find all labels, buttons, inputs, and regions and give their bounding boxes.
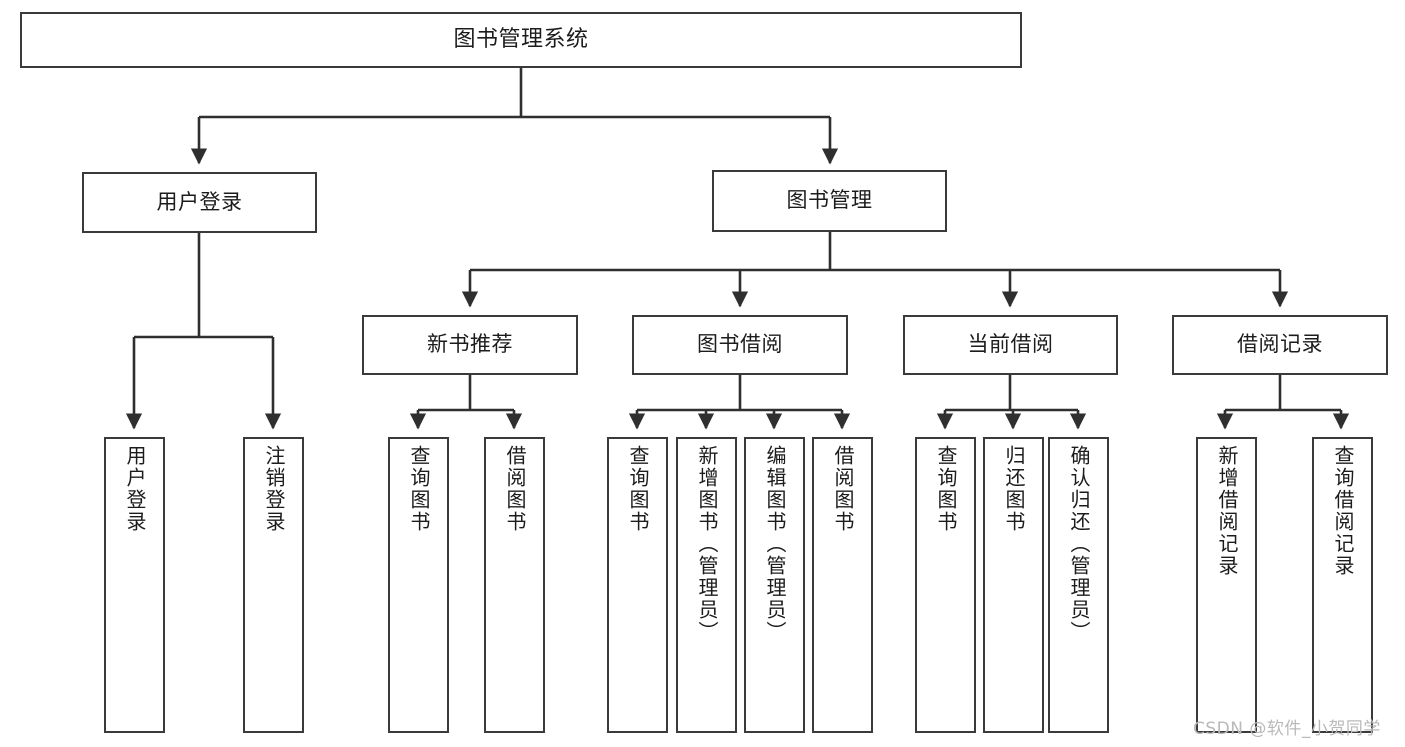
node-label: 借阅图书 <box>503 445 527 533</box>
node-book-borrow[interactable]: 图书借阅 <box>632 315 848 375</box>
node-label: 新书推荐 <box>427 332 513 357</box>
node-label: 查询借阅记录 <box>1331 445 1355 577</box>
node-label: 确认归还（管理员） <box>1067 445 1091 643</box>
node-label: 图书借阅 <box>697 332 783 357</box>
leaf-recommend-query-book[interactable]: 查询图书 <box>388 437 449 733</box>
node-label: 借阅图书 <box>831 445 855 533</box>
node-root-system[interactable]: 图书管理系统 <box>20 12 1022 68</box>
leaf-borrow-edit-book-admin[interactable]: 编辑图书（管理员） <box>744 437 805 733</box>
node-label: 注销登录 <box>262 445 286 533</box>
node-label: 当前借阅 <box>967 332 1054 357</box>
leaf-borrow-borrow-book[interactable]: 借阅图书 <box>812 437 873 733</box>
node-label: 新增借阅记录 <box>1215 445 1239 577</box>
node-new-book-recommend[interactable]: 新书推荐 <box>362 315 578 375</box>
leaf-recommend-borrow-book[interactable]: 借阅图书 <box>484 437 545 733</box>
node-label: 用户登录 <box>123 445 147 533</box>
leaf-record-add-record[interactable]: 新增借阅记录 <box>1196 437 1257 733</box>
node-label: 编辑图书（管理员） <box>763 445 787 643</box>
leaf-current-return-book[interactable]: 归还图书 <box>983 437 1044 733</box>
leaf-record-query-record[interactable]: 查询借阅记录 <box>1312 437 1373 733</box>
leaf-current-query-book[interactable]: 查询图书 <box>915 437 976 733</box>
csdn-watermark: CSDN @软件_小贺同学 <box>1193 719 1381 739</box>
leaf-user-login-login[interactable]: 用户登录 <box>104 437 165 733</box>
leaf-user-login-logout[interactable]: 注销登录 <box>243 437 304 733</box>
leaf-borrow-query-book[interactable]: 查询图书 <box>607 437 668 733</box>
node-label: 用户登录 <box>156 189 243 214</box>
leaf-current-confirm-return-admin[interactable]: 确认归还（管理员） <box>1048 437 1109 733</box>
node-label: 图书管理系统 <box>453 26 589 52</box>
node-label: 查询图书 <box>407 445 431 533</box>
node-label: 借阅记录 <box>1237 332 1323 357</box>
node-user-login[interactable]: 用户登录 <box>82 172 317 233</box>
node-book-management[interactable]: 图书管理 <box>712 170 947 232</box>
leaf-borrow-add-book-admin[interactable]: 新增图书（管理员） <box>676 437 737 733</box>
node-label: 新增图书（管理员） <box>695 445 719 643</box>
node-current-borrow[interactable]: 当前借阅 <box>903 315 1118 375</box>
node-label: 图书管理 <box>786 188 873 213</box>
node-label: 归还图书 <box>1002 445 1026 533</box>
node-label: 查询图书 <box>626 445 650 533</box>
node-label: 查询图书 <box>934 445 958 533</box>
node-borrow-record[interactable]: 借阅记录 <box>1172 315 1388 375</box>
